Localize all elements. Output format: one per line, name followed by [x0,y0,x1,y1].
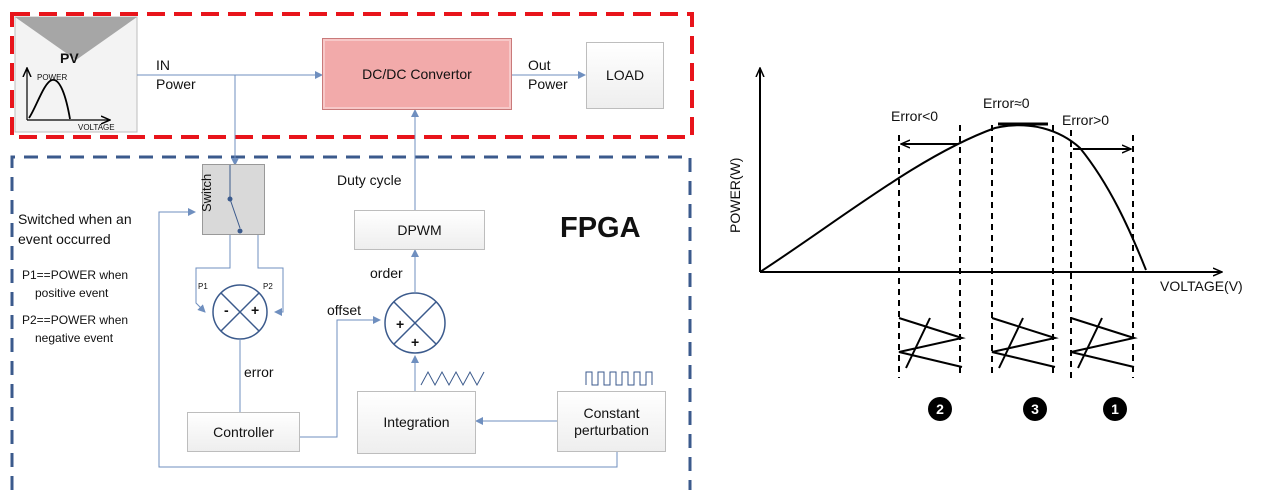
duty-cycle-label: Duty cycle [337,172,402,188]
error-lt-label: Error<0 [891,108,939,124]
fpga-label: FPGA [560,212,641,244]
pv-curve [759,124,1147,273]
switch-label: Switch [199,173,214,212]
adder-plus-bottom: + [411,334,420,350]
switched-note-line2: event occurred [18,231,111,247]
offset-label: offset [327,302,361,318]
in-power-label: Power [156,76,196,92]
adder-plus-left: + [396,316,405,332]
marker-1: 1 [1111,401,1119,417]
load-label: LOAD [605,67,645,83]
x-axis-label: VOLTAGE(V) [1160,278,1243,294]
switch-block [202,164,265,235]
dcdc-converter-block: DC/DC Convertor [322,38,512,110]
square-wave-icon [585,371,653,386]
p2-label: P2 [263,282,273,291]
constant-perturbation-block: Constant perturbation [557,391,666,452]
perturbation-label: perturbation [574,421,649,438]
pv-title: PV [60,50,79,66]
constant-label: Constant [583,404,640,421]
switched-note-line1: Switched when an [18,211,132,227]
p2-note-line1: P2==POWER when [22,313,129,327]
integration-block: Integration [357,391,476,454]
triangle-wave-icon [420,370,485,387]
y-axis-label: POWER(W) [727,157,743,233]
error-eq-label: Error≈0 [983,95,1030,111]
zigzag-1 [1070,317,1138,369]
p1-note-line2: positive event [35,286,109,300]
out-label: Out [528,57,551,73]
blue-dashed-region [10,155,692,490]
dpwm-label: DPWM [397,221,442,238]
pv-mini-curve [28,79,71,120]
in-label: IN [156,57,170,73]
out-power-label: Power [528,76,568,92]
plus-sign-right: + [251,302,260,318]
error-label: error [244,364,274,380]
pv-power-axis-label: POWER [37,73,68,82]
red-dashed-region [10,12,694,139]
error-gt-label: Error>0 [1062,112,1110,128]
p1-note-line1: P1==POWER when [22,268,129,282]
minus-sign: - [224,302,229,318]
controller-label: Controller [213,423,274,440]
dcdc-label: DC/DC Convertor [362,65,472,82]
p1-label: P1 [198,282,208,291]
pv-voltage-axis-label: VOLTAGE [78,123,115,132]
order-label: order [370,265,403,281]
marker-3: 3 [1031,401,1039,417]
controller-block: Controller [187,412,300,452]
integration-label: Integration [383,414,450,430]
pv-triangle [15,17,137,60]
zigzag-2 [898,317,966,369]
zigzag-3 [991,317,1059,369]
load-block: LOAD [586,42,664,109]
p2-note-line2: negative event [35,331,114,345]
dpwm-block: DPWM [354,210,485,250]
marker-2: 2 [936,401,944,417]
